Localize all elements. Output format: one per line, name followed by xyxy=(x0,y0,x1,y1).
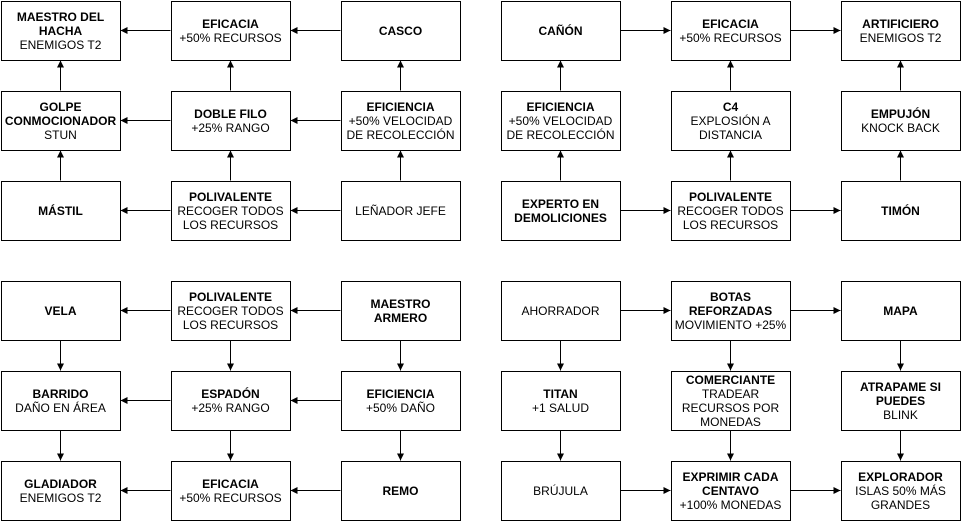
node-eficacia-a: EFICACIA+50% RECURSOS xyxy=(170,0,291,61)
node-title: BARRIDO xyxy=(32,386,89,401)
node-title: BOTAS REFORZADAS xyxy=(688,289,773,318)
node-subtitle: +100% MONEDAS xyxy=(679,497,782,512)
node-title: TITAN xyxy=(543,386,578,401)
node-title: MAESTRO DEL HACHA xyxy=(16,9,105,38)
node-remo: REMO xyxy=(340,460,461,521)
node-subtitle: +1 SALUD xyxy=(531,400,590,415)
node-subtitle: +50% RECURSOS xyxy=(179,490,282,505)
node-title: EFICACIA xyxy=(202,476,259,491)
node-subtitle: RECOGER TODOS LOS RECURSOS xyxy=(177,303,284,332)
node-title: GOLPE CONMOCIONADOR xyxy=(4,99,117,128)
node-experto-en-demoliciones: EXPERTO EN DEMOLICIONES xyxy=(500,180,621,241)
node-title: POLIVALENTE xyxy=(188,289,273,304)
node-title: EXPRIMIR CADA CENTAVO xyxy=(682,469,779,498)
node-title: EFICIENCIA xyxy=(526,99,595,114)
node-title: POLIVALENTE xyxy=(188,189,273,204)
node-subtitle: EXPLOSIÓN A DISTANCIA xyxy=(690,113,771,142)
node-title: COMERCIANTE xyxy=(685,372,776,387)
node-espadon: ESPADÓN+25% RANGO xyxy=(170,370,291,431)
node-title: EFICIENCIA xyxy=(366,386,435,401)
node-eficiencia-b: EFICIENCIA+50% VELOCIDAD DE RECOLECCIÓN xyxy=(500,90,621,151)
node-titan: TITAN+1 SALUD xyxy=(500,370,621,431)
node-subtitle: +50% VELOCIDAD DE RECOLECCIÓN xyxy=(506,113,615,142)
node-title: EXPERTO EN DEMOLICIONES xyxy=(514,196,607,225)
node-brujula: BRÚJULA xyxy=(500,460,621,521)
node-title: EXPLORADOR xyxy=(858,469,943,484)
node-casco: CASCO xyxy=(340,0,461,61)
node-subtitle: BLINK xyxy=(883,407,918,422)
node-eficacia-c: EFICACIA+50% RECURSOS xyxy=(170,460,291,521)
node-subtitle: TRADEAR RECURSOS POR MONEDAS xyxy=(681,386,780,429)
node-title: MAPA xyxy=(883,303,918,318)
node-ahorrador: AHORRADOR xyxy=(500,280,621,341)
node-eficiencia-c: EFICIENCIA+50% DAÑO xyxy=(340,370,461,431)
node-subtitle: RECOGER TODOS LOS RECURSOS xyxy=(677,203,784,232)
node-title: CASCO xyxy=(378,23,423,38)
node-subtitle: +25% RANGO xyxy=(191,400,270,415)
node-title: EMPUJÓN xyxy=(870,106,931,121)
node-title: TIMÓN xyxy=(881,203,920,218)
node-title: MÁSTIL xyxy=(38,203,83,218)
node-title: REMO xyxy=(382,483,419,498)
node-subtitle: STUN xyxy=(44,127,77,142)
node-subtitle: LEÑADOR JEFE xyxy=(355,203,446,218)
node-subtitle: +50% RECURSOS xyxy=(679,30,782,45)
node-subtitle: KNOCK BACK xyxy=(861,120,940,135)
node-subtitle: RECOGER TODOS LOS RECURSOS xyxy=(177,203,284,232)
node-subtitle: MOVIMIENTO +25% xyxy=(674,317,787,332)
node-vela: VELA xyxy=(0,280,121,341)
node-subtitle: +50% VELOCIDAD DE RECOLECCIÓN xyxy=(346,113,455,142)
node-maestro-armero: MAESTRO ARMERO xyxy=(340,280,461,341)
node-title: CAÑÓN xyxy=(538,23,583,38)
node-canon: CAÑÓN xyxy=(500,0,621,61)
node-title: MAESTRO ARMERO xyxy=(370,296,431,325)
node-mastil: MÁSTIL xyxy=(0,180,121,241)
node-subtitle: DAÑO EN ÁREA xyxy=(15,400,106,415)
node-subtitle: BRÚJULA xyxy=(533,483,588,498)
node-subtitle: ENEMIGOS T2 xyxy=(19,37,102,52)
node-subtitle: +50% DAÑO xyxy=(365,400,436,415)
node-subtitle: ENEMIGOS T2 xyxy=(19,490,102,505)
node-title: DOBLE FILO xyxy=(194,106,267,121)
node-title: VELA xyxy=(44,303,77,318)
node-subtitle: +25% RANGO xyxy=(191,120,270,135)
node-title: ESPADÓN xyxy=(201,386,260,401)
node-doble-filo: DOBLE FILO+25% RANGO xyxy=(170,90,291,151)
node-title: C4 xyxy=(722,99,739,114)
node-exprimir-cada-centavo: EXPRIMIR CADA CENTAVO+100% MONEDAS xyxy=(670,460,791,521)
node-subtitle: +50% RECURSOS xyxy=(179,30,282,45)
node-title: EFICACIA xyxy=(202,16,259,31)
node-eficacia-b: EFICACIA+50% RECURSOS xyxy=(670,0,791,61)
node-mapa: MAPA xyxy=(840,280,961,341)
node-title: GLADIADOR xyxy=(24,476,97,491)
node-subtitle: ISLAS 50% MÁS GRANDES xyxy=(855,483,946,512)
node-eficiencia-a: EFICIENCIA+50% VELOCIDAD DE RECOLECCIÓN xyxy=(340,90,461,151)
node-subtitle: AHORRADOR xyxy=(521,303,600,318)
node-title: ARTIFICIERO xyxy=(862,16,939,31)
node-timon: TIMÓN xyxy=(840,180,961,241)
node-title: ATRAPAME SI PUEDES xyxy=(860,379,941,408)
node-title: POLIVALENTE xyxy=(688,189,773,204)
node-lenador-jefe: LEÑADOR JEFE xyxy=(340,180,461,241)
node-title: EFICACIA xyxy=(702,16,759,31)
node-title: EFICIENCIA xyxy=(366,99,435,114)
node-subtitle: ENEMIGOS T2 xyxy=(859,30,942,45)
